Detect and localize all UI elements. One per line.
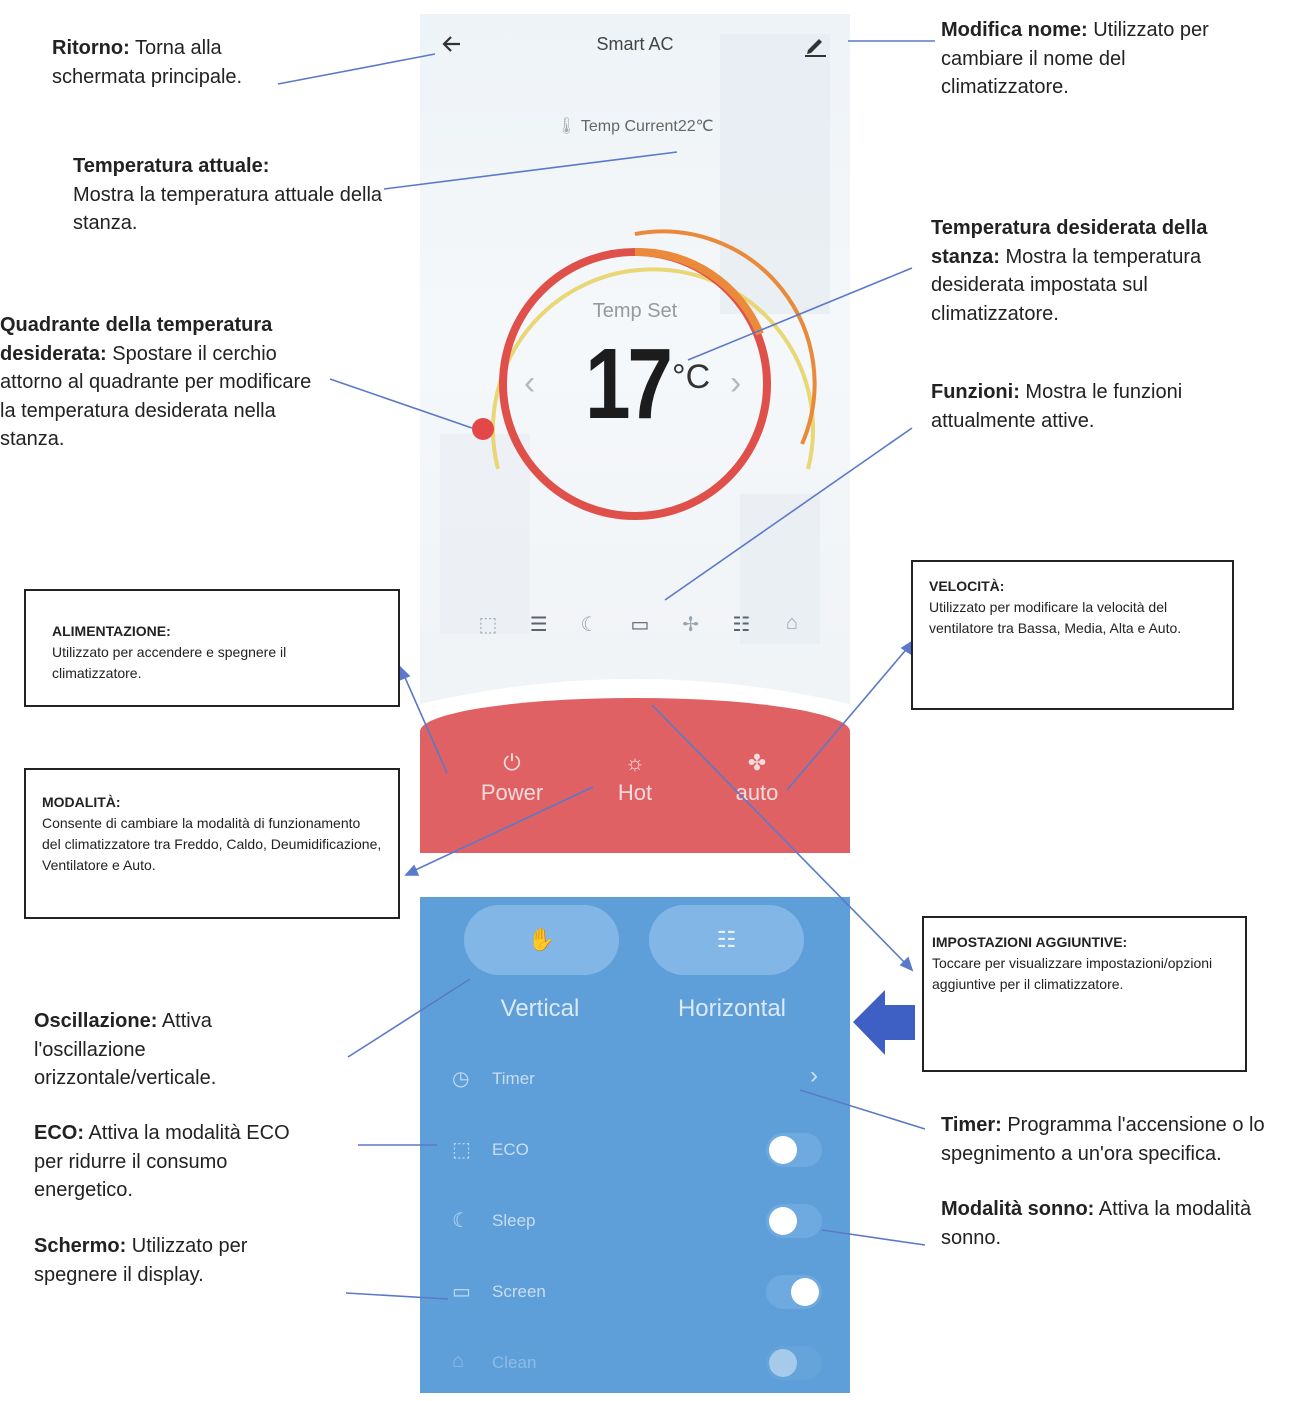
horizontal-swing-label: Horizontal (677, 995, 787, 1022)
annotation-funzioni: Funzioni: Mostra le funzioni attualmente… (931, 381, 1183, 432)
fan-speed-label: auto (735, 780, 779, 805)
clean-icon: ⌂ (452, 1350, 465, 1372)
annotation-timer: Timer: Programma l'accensione o lo spegn… (941, 1114, 1265, 1165)
annotation-temperatura-desiderata: Temperatura desiderata della stanza: Mos… (931, 217, 1208, 325)
fan-speed-button[interactable]: ✤ auto (702, 750, 812, 806)
fan-icon: ✤ (747, 750, 767, 775)
vertical-swing-label: Vertical (500, 995, 580, 1022)
back-arrow-icon (442, 36, 460, 52)
box-impostazioni-aggiuntive: IMPOSTAZIONI AGGIUNTIVE: Toccare per vis… (922, 916, 1247, 1072)
sleep-row: ☾ Sleep (452, 1202, 822, 1242)
box-velocita: VELOCITÀ: Utilizzato per modificare la v… (911, 560, 1234, 710)
ac-main-screen: Smart AC 🌡 Temp Current22℃ Temp Set ‹ 17… (420, 14, 850, 734)
sun-icon: ☼ (624, 750, 646, 775)
power-icon: ⏻ (503, 750, 521, 775)
sleep-function-icon: ☾ (580, 614, 599, 636)
horizontal-swing-button[interactable]: ☷ (649, 905, 804, 975)
annotation-eco: ECO: Attiva la modalità ECO per ridurre … (34, 1122, 290, 1201)
edit-name-button[interactable] (802, 34, 828, 63)
temperature-unit: °C (672, 358, 711, 396)
annotation-schermo: Schermo: Utilizzato per spegnere il disp… (34, 1235, 248, 1286)
annotation-modifica-nome: Modifica nome: Utilizzato per cambiare i… (941, 19, 1209, 98)
vertical-swing-function-icon: ☰ (529, 614, 548, 636)
timer-label: Timer (492, 1069, 535, 1088)
screen-icon: ▭ (452, 1281, 471, 1303)
sleep-label: Sleep (492, 1211, 536, 1230)
temp-set-label: Temp Set (592, 300, 678, 322)
pencil-icon (805, 39, 826, 57)
clock-icon: ◷ (452, 1068, 470, 1090)
annotation-quadrante: Quadrante della temperatura desiderata: … (0, 314, 312, 450)
decrease-temp-button[interactable]: ‹ (524, 364, 536, 402)
app-title: Smart AC (596, 34, 674, 54)
power-label: Power (480, 780, 544, 805)
current-temperature: 🌡 Temp Current22℃ (420, 116, 850, 136)
arrow-left-icon (853, 990, 915, 1055)
back-button[interactable] (440, 32, 464, 61)
fan-function-icon: ✢ (682, 614, 699, 636)
horizontal-swing-icon: ☷ (716, 927, 737, 952)
sleep-toggle[interactable] (766, 1204, 822, 1238)
box-alimentazione: ALIMENTAZIONE: Utilizzato per accendere … (24, 589, 400, 707)
eco-toggle[interactable] (766, 1133, 822, 1167)
chevron-right-icon: › (810, 1062, 818, 1089)
clean-row: ⌂ Clean (452, 1344, 822, 1384)
horizontal-swing-function-icon: ☷ (732, 614, 751, 636)
annotation-temperatura-attuale: Temperatura attuale:Mostra la temperatur… (73, 155, 383, 234)
sleep-icon: ☾ (452, 1210, 470, 1232)
screen-function-icon: ▭ (630, 614, 650, 636)
annotation-sonno: Modalità sonno: Attiva la modalità sonno… (941, 1198, 1252, 1249)
eco-icon: ⬚ (452, 1139, 471, 1161)
dial-handle[interactable] (472, 418, 494, 440)
vertical-swing-icon: ✋ (527, 927, 556, 952)
vertical-swing-button[interactable]: ✋ (464, 905, 619, 975)
settings-panel: ✋ ☷ Vertical Horizontal ◷ Timer › ⬚ ECO … (420, 897, 850, 1393)
eco-row: ⬚ ECO (452, 1131, 822, 1171)
target-temperature: 17 (585, 328, 673, 440)
mode-label: Hot (617, 780, 653, 805)
clean-label: Clean (492, 1353, 537, 1372)
screen-toggle[interactable] (766, 1275, 822, 1309)
timer-row[interactable]: ◷ Timer › (452, 1060, 822, 1100)
annotation-ritorno: Ritorno: Torna alla schermata principale… (52, 37, 243, 88)
eco-function-icon: ⬚ (478, 614, 498, 636)
mode-button[interactable]: ☼ Hot (580, 750, 690, 806)
thermometer-icon: 🌡 (556, 118, 577, 135)
screen-label: Screen (492, 1282, 546, 1301)
power-button[interactable]: ⏻ Power (457, 750, 567, 806)
screen-row: ▭ Screen (452, 1273, 822, 1313)
increase-temp-button[interactable]: › (730, 364, 742, 402)
active-functions-bar: ⬚ ☰ ☾ ▭ ✢ ☷ ⌂ (475, 612, 805, 637)
eco-label: ECO (492, 1140, 529, 1159)
annotation-oscillazione: Oscillazione: Attiva l'oscillazione oriz… (34, 1010, 217, 1089)
box-modalita: MODALITÀ: Consente di cambiare la modali… (24, 768, 400, 919)
clean-toggle[interactable] (766, 1346, 822, 1380)
current-temperature-value: Temp Current22℃ (580, 118, 714, 135)
clean-function-icon: ⌂ (785, 612, 798, 634)
control-bar: ⏻ Power ☼ Hot ✤ auto (420, 698, 850, 853)
